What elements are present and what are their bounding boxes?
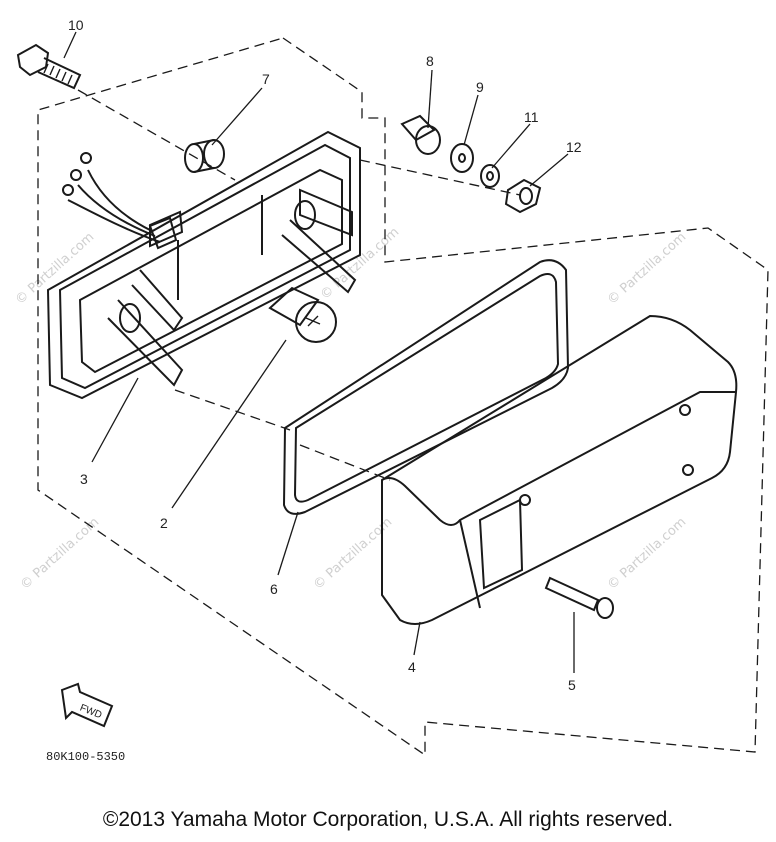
bolt-part-10 [16,43,82,90]
fwd-label: FWD [78,703,103,722]
lens-part-4 [381,314,738,625]
grommet-part-7 [184,139,225,173]
screw-part-5 [544,576,614,619]
guide-line [359,159,521,196]
washer-part-9 [450,143,474,173]
watermarks: © Partzilla.com © Partzilla.com © Partzi… [13,225,690,593]
callout-5: 5 [568,677,576,693]
callout-8: 8 [426,53,434,69]
callout-4: 4 [408,659,416,675]
nut-part-12 [504,178,542,214]
watermark: © Partzilla.com [605,230,690,308]
gasket-part-6 [282,259,570,515]
guide-line [174,389,291,431]
assembly-boundary [37,37,769,757]
leader-lines [63,31,575,673]
fwd-arrow: FWD [60,682,114,728]
guide-line [299,444,391,481]
callout-10: 10 [68,17,84,33]
part-code: 80K100-5350 [46,750,125,764]
callouts: 10 7 8 9 11 12 3 2 6 4 5 [68,17,582,693]
wire-harness [62,152,178,250]
lamp-housing-part-3 [46,130,361,400]
callout-3: 3 [80,471,88,487]
callout-11: 11 [524,109,539,125]
callout-2: 2 [160,515,168,531]
collar-part-8 [400,114,441,155]
bulb-part-2 [268,286,337,343]
callout-7: 7 [262,71,270,87]
watermark: © Partzilla.com [18,515,103,593]
callout-9: 9 [476,79,484,95]
callout-12: 12 [566,139,582,155]
callout-6: 6 [270,581,278,597]
copyright-notice: ©2013 Yamaha Motor Corporation, U.S.A. A… [102,808,674,831]
spring-washer-part-11 [480,164,500,188]
